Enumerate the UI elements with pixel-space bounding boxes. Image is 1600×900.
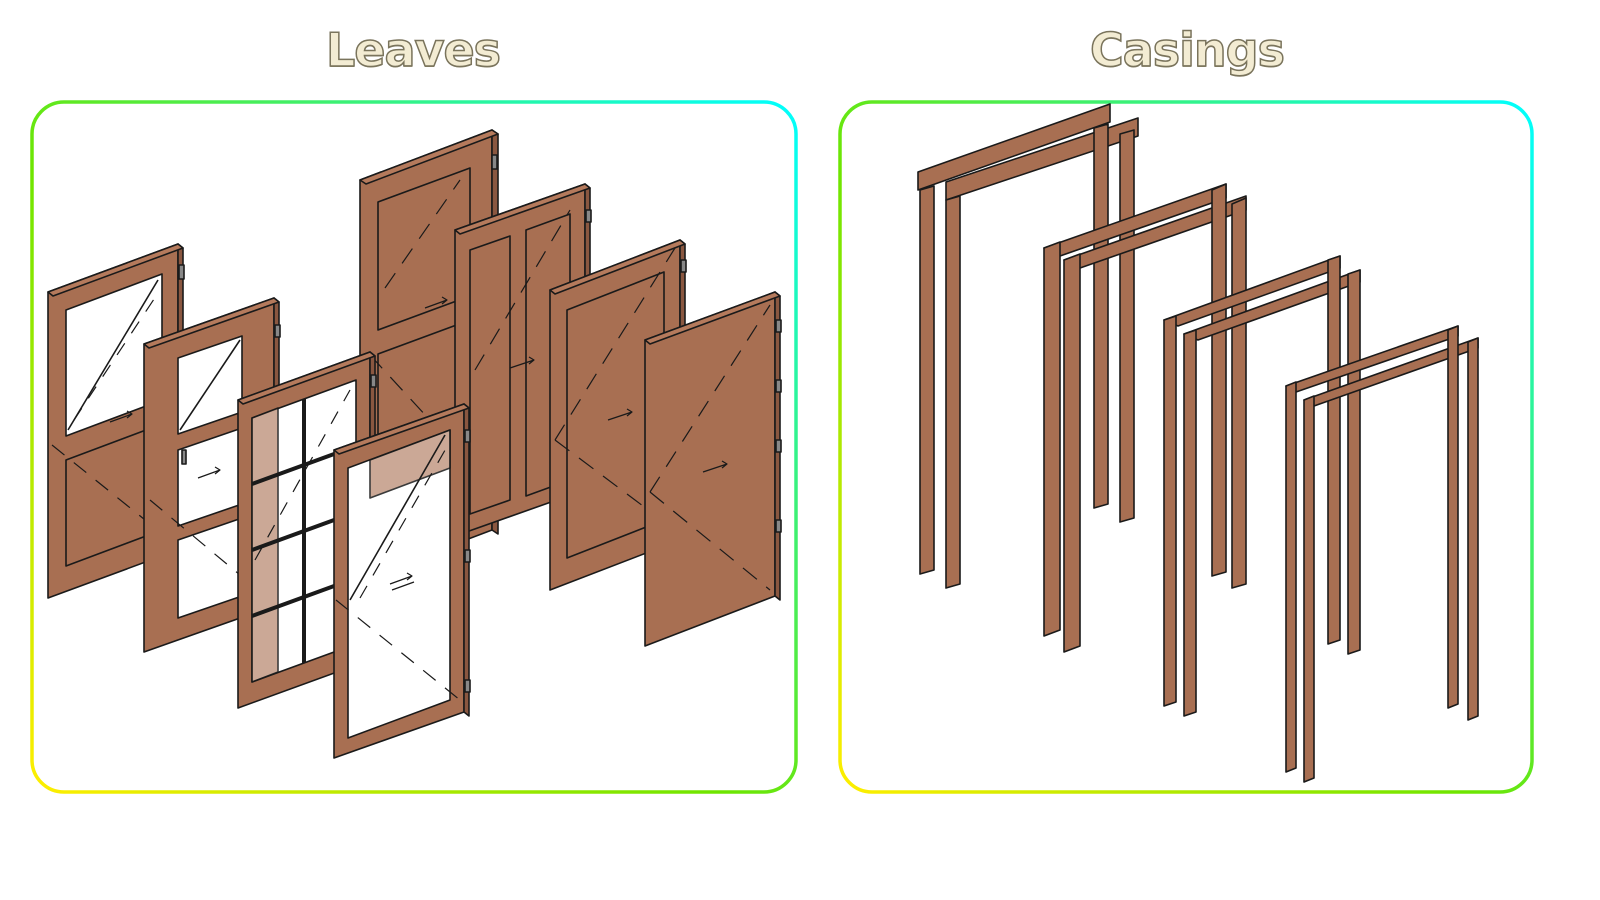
casings-illustration (838, 100, 1534, 794)
door-leaf-fully-glazed (333, 403, 471, 759)
leaves-panel (30, 100, 798, 794)
casing-narrow (1285, 325, 1479, 783)
casings-panel (838, 100, 1534, 794)
casings-title: Casings (1089, 22, 1286, 78)
door-leaf-flush (644, 291, 782, 647)
leaves-title: Leaves (325, 22, 502, 78)
leaves-illustration (30, 100, 798, 794)
casing-medium (1163, 255, 1361, 717)
casing-cornice (917, 103, 1139, 589)
